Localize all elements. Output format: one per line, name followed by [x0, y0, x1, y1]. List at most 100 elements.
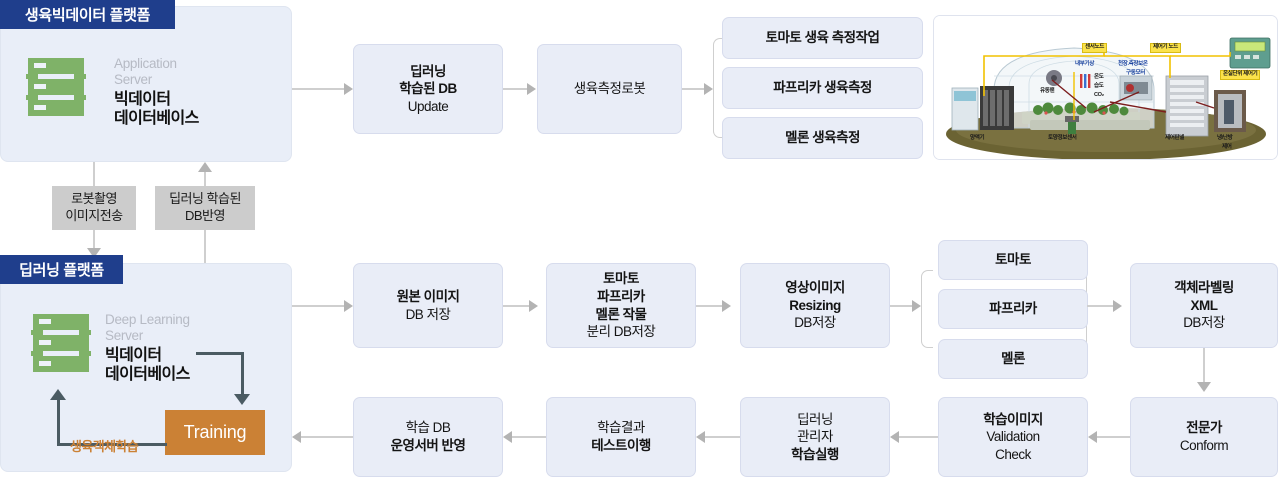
deep-to-source-image-arrow: [344, 300, 353, 312]
test-to-apply-arrow: [503, 431, 512, 443]
deep-learning-platform-title: 딥러닝 플랫폼: [0, 255, 123, 284]
image-resizing-line3: DB저장: [794, 315, 836, 331]
cooling-heating-text-2: 제어: [1222, 144, 1232, 150]
flow-box-crop-split-db[interactable]: 토마토 파프리카 멜론 작물 분리 DB저장: [546, 263, 696, 348]
temperature-text: 온도: [1094, 74, 1104, 80]
robot-capture-label: 로봇촬영 이미지전송: [52, 186, 136, 230]
measure-group-bracket: [713, 38, 725, 138]
flow-box-deep-db-update[interactable]: 딥러닝 학습된 DB Update: [353, 44, 503, 134]
deep-server-text: Deep Learning Server 빅데이터 데이터베이스: [105, 312, 285, 385]
validation-line1: 학습이미지: [983, 411, 1043, 427]
test-result-line2: 테스트이행: [591, 438, 651, 453]
robot-capture-arrow: [87, 248, 101, 258]
soil-sensor-text: 토양정보센서: [1048, 135, 1077, 141]
flow-box-source-image-db[interactable]: 원본 이미지 DB 저장: [353, 263, 503, 348]
validation-to-manager-arrow: [890, 431, 899, 443]
growth-server-text: Application Server 빅데이터 데이터베이스: [114, 56, 284, 129]
flow-box-image-resizing-db[interactable]: 영상이미지 Resizing DB저장: [740, 263, 890, 348]
growth-bigdata-platform-title: 생육빅데이터 플랫폼: [0, 0, 175, 29]
flow-box-apply-operation-server[interactable]: 학습 DB 운영서버 반영: [353, 397, 503, 477]
update-to-robot-line: [503, 88, 527, 90]
manager-train-line2: 관리자: [797, 429, 833, 445]
circulation-fan-text: 유동팬: [1040, 88, 1055, 94]
crop-tomato-label: 토마토: [995, 252, 1031, 268]
crops-to-labeling-line: [1087, 305, 1113, 307]
flow-box-deep-manager-train[interactable]: 딥러닝 관리자 학습실행: [740, 397, 890, 477]
growth-platform-title-text: 생육빅데이터 플랫폼: [24, 7, 151, 24]
apply-to-deep-platform-line: [301, 436, 353, 438]
update-to-robot-arrow: [527, 83, 536, 95]
flow-box-training-image-validation[interactable]: 학습이미지 Validation Check: [938, 397, 1088, 477]
tomato-measure-label: 토마토 생육 측정작업: [765, 30, 880, 46]
growth-server-sub-line2: Server: [114, 71, 152, 87]
resize-to-crops-arrow: [912, 300, 921, 312]
apply-server-line2: 운영서버 반영: [390, 438, 466, 453]
training-loop-line-v: [57, 399, 60, 445]
growth-server-main-line2: 데이터베이스: [114, 109, 199, 127]
image-resizing-line2: Resizing: [789, 297, 841, 313]
cooling-heating-text-1: 냉/난방: [1217, 135, 1233, 141]
apply-to-deep-platform-arrow: [292, 431, 301, 443]
apply-server-line1: 학습 DB: [405, 420, 451, 436]
db-reflect-line2: DB반영: [185, 208, 225, 223]
ceiling-side-insulation-text: 천장.측장보온: [1118, 61, 1148, 67]
object-labeling-line2: XML: [1190, 297, 1218, 313]
training-loop-line-h: [57, 443, 167, 446]
split-to-resize-arrow: [722, 300, 731, 312]
expert-conform-line2: Conform: [1179, 438, 1229, 453]
db-reflect-line-bottom: [204, 230, 206, 266]
deep-platform-title-text: 딥러닝 플랫폼: [19, 262, 104, 279]
flow-box-object-labeling-xml[interactable]: 객체라벨링 XML DB저장: [1130, 263, 1278, 348]
validation-line3: Check: [995, 446, 1031, 462]
flow-box-paprika-measure[interactable]: 파프리카 생육측정: [722, 67, 923, 109]
humidity-text: 습도: [1094, 83, 1104, 89]
flow-box-crop-paprika[interactable]: 파프리카: [938, 289, 1088, 329]
source-to-split-arrow: [529, 300, 538, 312]
crops-to-labeling-arrow: [1113, 300, 1122, 312]
flow-box-expert-conform[interactable]: 전문가 Conform: [1130, 397, 1278, 477]
deep-server-sub-line2: Server: [105, 327, 143, 343]
labeling-to-expert-line: [1203, 348, 1205, 384]
resize-to-crops-line: [890, 305, 912, 307]
source-to-split-line: [503, 305, 529, 307]
flow-box-melon-measure[interactable]: 멜론 생육측정: [722, 117, 923, 159]
robot-capture-line-top: [93, 162, 95, 186]
co2-text: CO₂: [1094, 92, 1104, 98]
growth-measure-robot-line1: 생육측정로봇: [573, 81, 646, 97]
growth-object-learning-label: 생육객체학습: [70, 439, 139, 454]
crop-split-line3: 멜론 작물: [595, 306, 647, 322]
controller-node-label: 제어기 노드: [1150, 43, 1181, 53]
robot-to-group-arrow: [704, 83, 713, 95]
flow-box-growth-measure-robot[interactable]: 생육측정로봇: [537, 44, 682, 134]
melon-measure-label: 멜론 생육측정: [785, 130, 860, 146]
test-to-apply-line: [512, 436, 546, 438]
crop-split-line1: 토마토: [603, 271, 639, 287]
crop-split-line2: 파프리카: [597, 288, 645, 304]
manager-train-line1: 딥러닝: [797, 411, 833, 427]
growth-to-update-arrow: [344, 83, 353, 95]
flow-box-test-result[interactable]: 학습결과 테스트이행: [546, 397, 696, 477]
server-icon: [31, 314, 91, 372]
test-result-line1: 학습결과: [597, 420, 645, 436]
image-resizing-line1: 영상이미지: [785, 280, 845, 296]
validation-line2: Validation: [986, 429, 1040, 445]
robot-capture-line2: 이미지전송: [65, 208, 123, 223]
training-box[interactable]: Training: [165, 410, 265, 455]
flow-box-tomato-measure[interactable]: 토마토 생육 측정작업: [722, 17, 923, 59]
source-image-db-line2: DB 저장: [405, 306, 451, 322]
db-to-training-line-v: [241, 352, 244, 394]
flow-box-crop-tomato[interactable]: 토마토: [938, 240, 1088, 280]
drive-motor-text: 구동모터: [1126, 70, 1145, 76]
labeling-to-expert-arrow: [1197, 382, 1211, 392]
crop-melon-label: 멜론: [1001, 351, 1025, 367]
deep-to-source-image-line: [292, 305, 344, 307]
db-reflect-line-top: [204, 172, 206, 186]
deep-server-main-line2: 데이터베이스: [105, 365, 190, 383]
deep-db-update-line3: Update: [407, 98, 449, 114]
db-to-training-line-h: [196, 352, 244, 355]
training-loop-arrow: [50, 389, 66, 400]
db-reflect-line1: 딥러닝 학습된: [169, 191, 241, 207]
growth-to-update-line: [292, 88, 344, 90]
flow-box-crop-melon[interactable]: 멜론: [938, 339, 1088, 379]
crop-group-bracket-left: [921, 270, 933, 348]
